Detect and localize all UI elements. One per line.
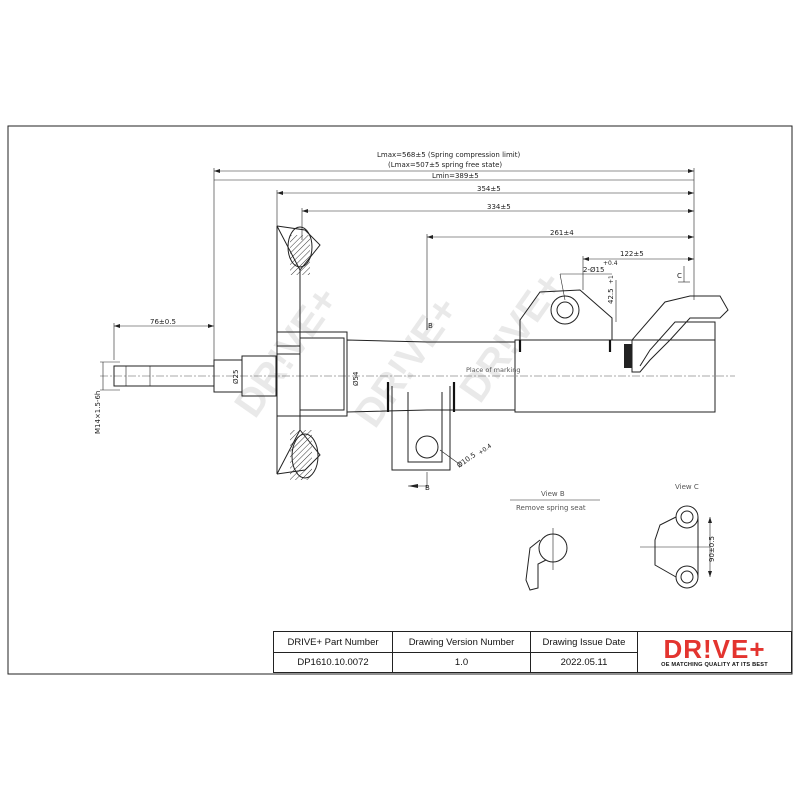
watermark-3: DR!VE+ xyxy=(451,264,572,410)
dim-122: 122±5 xyxy=(620,250,644,258)
logo-wordmark: DR!VE+ xyxy=(663,633,766,664)
dimension-lines xyxy=(100,168,695,488)
dim-lmin: Lmin=389±5 xyxy=(432,172,479,180)
version-column: Drawing Version Number 1.0 xyxy=(393,632,531,672)
date-value: 2022.05.11 xyxy=(560,657,608,668)
view-b-detail xyxy=(510,499,600,591)
part-number-column: DRIVE+ Part Number DP1610.10.0072 xyxy=(274,632,393,672)
dim-90: 90±0.5 xyxy=(708,536,716,562)
section-b-bottom-label: B xyxy=(425,484,430,492)
version-value: 1.0 xyxy=(454,657,469,668)
dim-lmax-free: (Lmax=507±5 spring free state) xyxy=(388,161,502,169)
dim-76: 76±0.5 xyxy=(150,318,176,326)
logo-tagline: OE MATCHING QUALITY AT ITS BEST xyxy=(661,661,768,668)
dim-42-tol: +1 xyxy=(608,275,615,284)
view-b-note: Remove spring seat xyxy=(516,504,586,512)
dim-hole2: 2-Ø15 xyxy=(583,266,604,274)
dim-261: 261±4 xyxy=(550,229,574,237)
title-block: DRIVE+ Part Number DP1610.10.0072 Drawin… xyxy=(273,631,792,673)
view-b-label: View B xyxy=(541,490,565,498)
view-c-label: View C xyxy=(675,483,699,491)
place-marking-label: Place of marking xyxy=(466,366,520,374)
view-c-detail xyxy=(640,505,712,589)
dim-hole2-tol: +0.4 xyxy=(603,260,618,267)
watermark-2: DR!VE+ xyxy=(346,289,467,435)
dim-42: 42.5 xyxy=(607,288,615,304)
dim-lmax-limit: Lmax=568±5 (Spring compression limit) xyxy=(377,151,520,159)
dim-dia54: Ø54 xyxy=(352,371,360,386)
part-number-header: DRIVE+ Part Number xyxy=(274,632,392,653)
dim-dia25: Ø25 xyxy=(232,370,240,384)
version-header: Drawing Version Number xyxy=(393,632,530,653)
part-number-value: DP1610.10.0072 xyxy=(297,657,369,668)
dim-thread: M14×1.5-6h xyxy=(94,391,102,434)
watermark-1: DR!VE+ xyxy=(226,279,347,425)
dim-hole-small-tol: +0.4 xyxy=(477,442,493,456)
drawing-frame xyxy=(7,125,793,675)
dim-354: 354±5 xyxy=(477,185,501,193)
strut-body xyxy=(113,225,729,480)
section-c-label: C xyxy=(677,272,682,280)
drive-logo: DR!VE+ OE MATCHING QUALITY AT ITS BEST xyxy=(638,632,791,672)
date-header: Drawing Issue Date xyxy=(531,632,637,653)
date-column: Drawing Issue Date 2022.05.11 xyxy=(531,632,638,672)
dim-hole-small: Ø10.5 xyxy=(456,451,478,470)
section-b-top-label: B xyxy=(428,322,433,330)
dim-334: 334±5 xyxy=(487,203,511,211)
